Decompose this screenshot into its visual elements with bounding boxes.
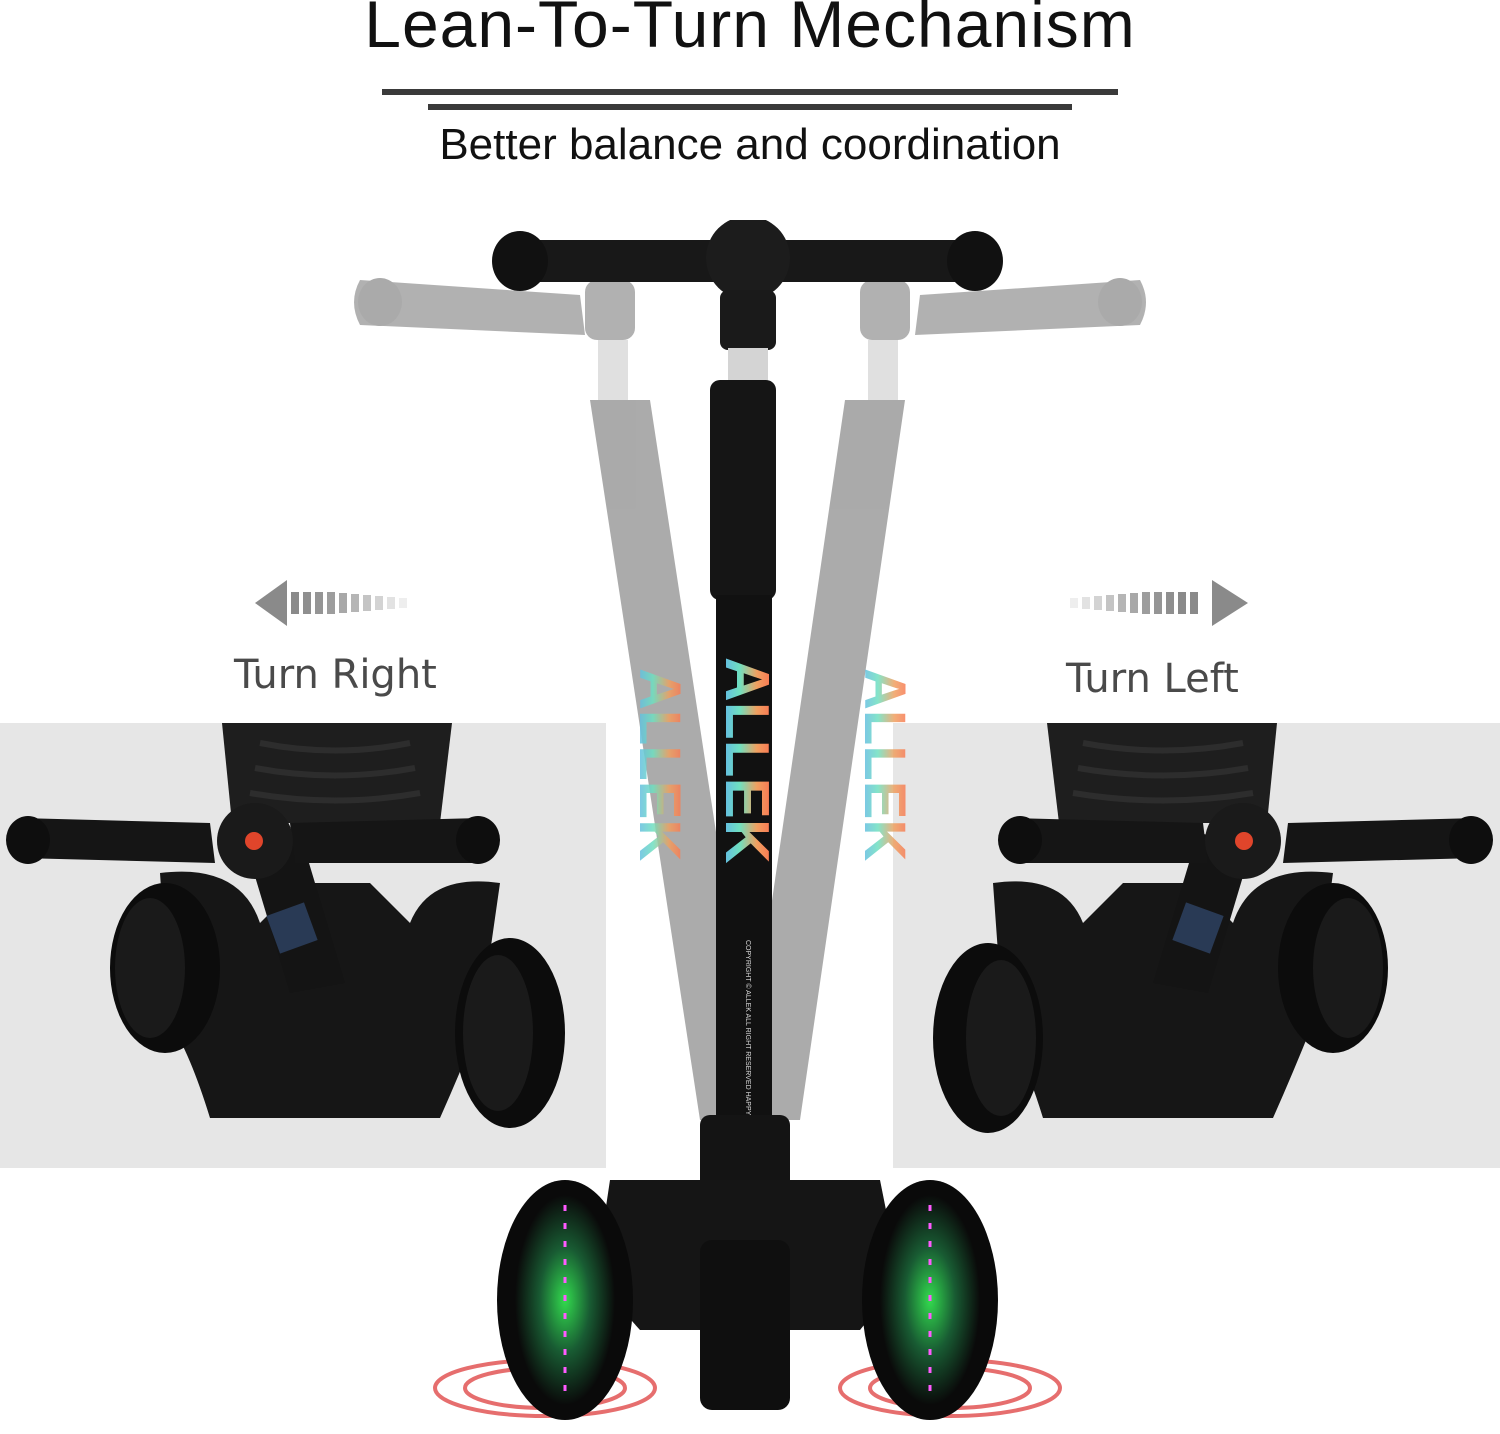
turn-left-label: Turn Left [1066,656,1239,702]
scooter-illustration: ALLEK ALLEK ALLEK COPYRIGHT © ALLEK ALL … [340,220,1160,1434]
turn-right-label: Turn Right [234,652,437,698]
title-divider-bottom [428,104,1072,110]
title-divider-top [382,89,1118,95]
arrow-left-icon [255,578,415,628]
stem-fineprint: COPYRIGHT © ALLEK ALL RIGHT RESERVED HAP… [744,940,752,1159]
stem-brand-logo: ALLEK [712,657,781,864]
page-title: Lean-To-Turn Mechanism [364,0,1136,61]
page-subtitle: Better balance and coordination [439,120,1061,169]
turn-right-detail-image [0,723,606,1168]
arrow-right-icon [1070,578,1248,628]
ghost-logo-right: ALLEK [852,668,917,861]
ghost-logo-left: ALLEK [627,668,692,861]
turn-left-detail-image [893,723,1500,1168]
